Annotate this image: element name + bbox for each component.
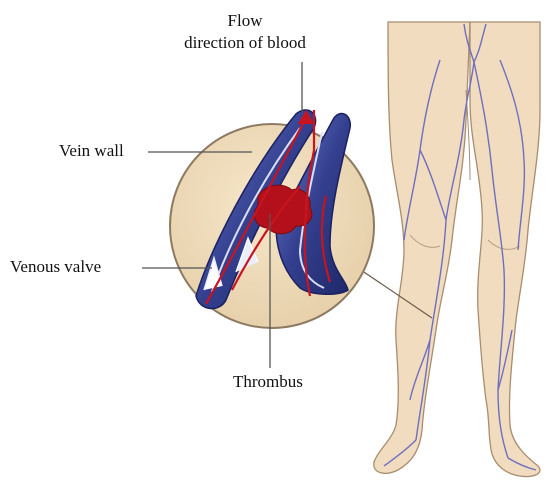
left-leg: [374, 22, 470, 473]
legs-illustration: [374, 22, 540, 477]
flow-direction-label: Flow direction of blood: [150, 10, 340, 54]
vein-wall-label: Vein wall: [59, 140, 124, 162]
venous-valve-label: Venous valve: [10, 256, 101, 278]
flow-label-line1: Flow: [150, 10, 340, 32]
thrombus-label: Thrombus: [233, 371, 303, 393]
flow-label-line2: direction of blood: [150, 32, 340, 54]
